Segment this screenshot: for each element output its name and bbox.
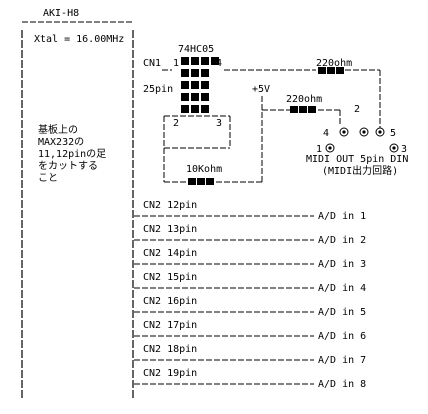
wire-top [162, 69, 381, 128]
ic-pin1-label: 1 [173, 58, 179, 69]
ad-input-label: A/D in 2 [318, 235, 366, 246]
cn1-label: CN1 [143, 58, 161, 69]
plus5v-label: +5V [252, 84, 270, 95]
ad-input-label: A/D in 6 [318, 331, 366, 342]
board-title: AKI-H8 [43, 8, 79, 19]
din-pin2-label: 2 [354, 104, 360, 115]
resistor-220-mid-label: 220ohm [286, 94, 322, 105]
din-label-jp: (MIDI出力回路) [322, 164, 398, 177]
note-line: 11,12pinの足 [38, 149, 107, 160]
ic-pin3-label: 3 [216, 118, 222, 129]
cn2-pin-label: CN2 17pin [143, 320, 197, 331]
note-line: 基板上の [38, 125, 78, 136]
note-line: MAX232の [38, 137, 85, 148]
din-pin3-label: 3 [401, 144, 407, 155]
din-pin4-label: 4 [323, 128, 329, 139]
cn2-pin-label: CN2 16pin [143, 296, 197, 307]
resistor-10k [188, 178, 214, 185]
ic-74hc05-body [181, 57, 219, 113]
ad-input-label: A/D in 1 [318, 211, 366, 222]
cn2-pin-label: CN2 19pin [143, 368, 197, 379]
resistor-220-top-label: 220ohm [316, 58, 352, 69]
ic-pin2-label: 2 [173, 118, 179, 129]
wire-5v [261, 96, 341, 182]
ic-pin4-label: 4 [216, 58, 222, 69]
note-line: こと [38, 173, 58, 184]
xtal-label: Xtal = 16.00MHz [34, 34, 124, 45]
resistor-10k-label: 10Kohm [186, 164, 222, 175]
cn2-pin-label: CN2 12pin [143, 200, 197, 211]
wire-ic-loop [163, 115, 262, 183]
resistor-220-top [318, 67, 344, 74]
din-connector [325, 127, 399, 153]
cn1-25pin-label: 25pin [143, 84, 173, 95]
ad-input-label: A/D in 3 [318, 259, 366, 270]
ad-input-label: A/D in 4 [318, 283, 366, 294]
resistor-220-mid [290, 106, 316, 113]
ad-input-label: A/D in 5 [318, 307, 366, 318]
note-line: をカットする [38, 161, 98, 172]
cn2-pin-label: CN2 14pin [143, 248, 197, 259]
ad-input-label: A/D in 7 [318, 355, 366, 366]
din-pin1-label: 1 [316, 144, 322, 155]
din-pin5-label: 5 [390, 128, 396, 139]
cn2-pin-label: CN2 13pin [143, 224, 197, 235]
ad-input-label: A/D in 8 [318, 379, 366, 390]
cn2-pin-label: CN2 15pin [143, 272, 197, 283]
cut-note: 基板上の MAX232の 11,12pinの足 をカットする こと [38, 125, 134, 185]
din-label: MIDI OUT 5pin DIN [306, 154, 408, 165]
cn2-pin-label: CN2 18pin [143, 344, 197, 355]
ic-label: 74HC05 [178, 44, 214, 55]
